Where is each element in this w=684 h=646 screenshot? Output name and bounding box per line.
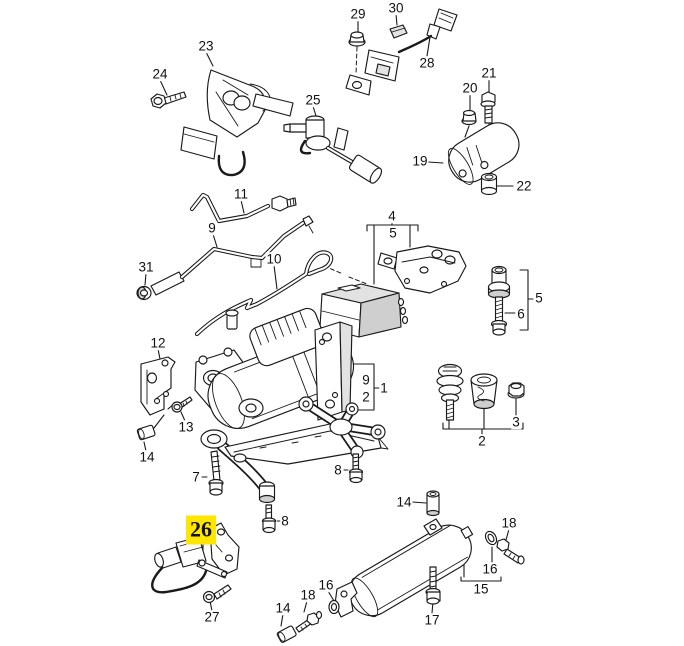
callout-14-bottom[interactable]: 14 [274,600,292,616]
callout-8-brace[interactable]: 8 [333,462,343,478]
pipe-11 [192,195,296,221]
pressure-valve-25 [284,116,384,185]
callout-16-bottom[interactable]: 16 [317,577,335,593]
height-sensor-26 [152,523,239,592]
callout-18-bottom[interactable]: 18 [299,587,317,603]
callout-11[interactable]: 11 [232,186,250,202]
nut-20 [462,111,476,125]
bolt-21 [481,92,495,123]
callout-4[interactable]: 4 [387,208,397,224]
callout-7[interactable]: 7 [191,469,201,485]
sleeve-14-tank [427,491,439,516]
nut-29 [349,32,365,46]
console-bracket-23 [181,70,293,175]
callout-15[interactable]: 15 [472,581,490,597]
callout-22[interactable]: 22 [515,178,533,194]
bolt-13 [172,397,192,412]
bracket-12 [141,357,175,415]
callout-9-pipes[interactable]: 9 [207,220,217,236]
callout-9-compressor[interactable]: 9 [361,372,371,388]
bolt-24 [151,92,186,108]
sleeve-5 [489,267,510,299]
fitting-18-bottom [296,612,322,633]
callout-16-tank[interactable]: 16 [481,561,499,577]
sleeve-14-bottom [277,625,297,643]
fitting-22 [482,174,497,195]
fitting-18-tank [497,539,524,564]
callout-13[interactable]: 13 [177,419,195,435]
pipe-9 [151,216,313,295]
sleeve-14-left [137,425,156,440]
damper-2b [471,374,497,409]
bolt-27 [204,585,232,603]
callout-12[interactable]: 12 [149,335,167,351]
callout-19[interactable]: 19 [411,153,429,169]
callout-1[interactable]: 1 [379,380,389,396]
callout-2-compressor[interactable]: 2 [361,389,371,405]
seal-ring-31 [137,287,151,300]
callout-14-tank[interactable]: 14 [395,494,413,510]
seal-16-bottom [329,601,339,614]
mount-bracket-4-5 [378,246,466,293]
callout-31[interactable]: 31 [137,259,155,275]
bolt-7 [209,451,223,495]
callout-29[interactable]: 29 [349,6,367,22]
callout-14-left[interactable]: 14 [138,449,156,465]
pressure-tank-15 [335,515,484,624]
callout-5-bracket[interactable]: 5 [388,225,398,241]
callout-24[interactable]: 24 [151,66,169,82]
bolt-17 [426,567,440,604]
bolt-8-beam [263,505,276,533]
callout-6[interactable]: 6 [516,306,526,322]
support-beam [201,424,388,503]
callout-18-tank[interactable]: 18 [500,515,518,531]
compressor-unit-9 [195,306,362,437]
callout-8-beam[interactable]: 8 [280,513,290,529]
callout-20[interactable]: 20 [461,80,479,96]
buffer-2a [437,365,463,421]
callout-21[interactable]: 21 [480,65,498,81]
cap-30 [390,25,407,38]
callout-28[interactable]: 28 [418,55,436,71]
seal-16-tank [483,529,499,546]
bolt-8-brace [350,454,363,483]
callout-3[interactable]: 3 [511,414,521,430]
callout-27[interactable]: 27 [203,609,221,625]
callout-30[interactable]: 30 [387,0,405,16]
solenoid-valve-block [320,284,408,337]
cross-brace-2 [299,397,385,458]
reservoir-19 [441,115,526,189]
pipe-10 [197,252,331,334]
nut-3 [508,383,524,398]
callout-5-bolt-group[interactable]: 5 [534,290,544,306]
bolt-6 [492,297,507,335]
callout-23[interactable]: 23 [197,38,215,54]
leader-lines [144,14,533,626]
callout-17[interactable]: 17 [423,612,441,628]
sensor-cable-28 [346,9,457,95]
callout-10[interactable]: 10 [265,251,283,267]
callout-26-highlighted[interactable]: 26 [186,515,216,545]
callout-2-group[interactable]: 2 [477,433,487,449]
callout-25[interactable]: 25 [304,92,322,108]
